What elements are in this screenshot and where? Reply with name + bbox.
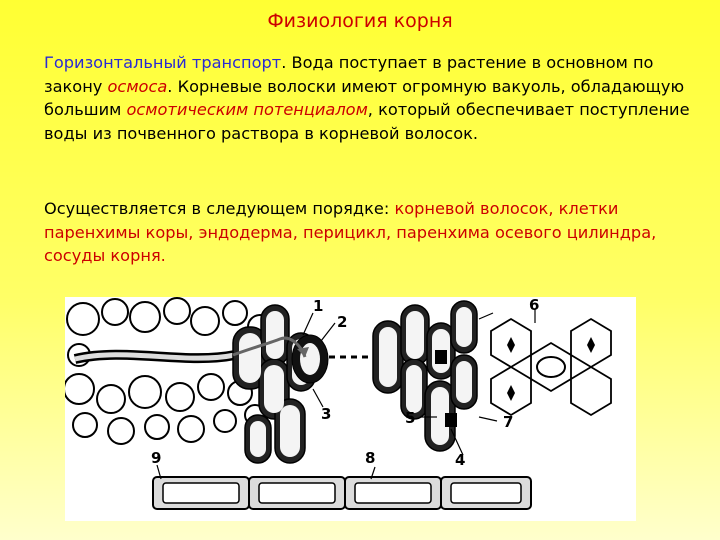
- text-segment: Осуществляется в следующем порядке:: [44, 199, 395, 218]
- paragraph-order: Осуществляется в следующем порядке: корн…: [44, 197, 694, 268]
- vessel-lumens: [162, 482, 522, 504]
- arrowhead: [297, 347, 309, 357]
- term-osmosis: осмоса: [107, 76, 168, 96]
- term-horizontal-transport: Горизонтальный транспорт: [44, 53, 282, 72]
- text-segment: . Вода поступает в растение в основном п…: [44, 53, 654, 96]
- label-1: 1: [313, 297, 323, 315]
- label-7: 7: [503, 413, 513, 431]
- root-diagram-svg: 1 2 3 4 5 6 7 8 9: [65, 297, 612, 510]
- label-9: 9: [151, 449, 161, 467]
- paragraph-horizontal-transport: Горизонтальный транспорт. Вода поступает…: [44, 51, 694, 145]
- text-segment: , который обеспечивает поступление воды …: [44, 100, 690, 143]
- label-6: 6: [529, 297, 539, 314]
- order-sequence: корневой волосок, клетки паренхимы коры,…: [44, 199, 657, 266]
- label-2: 2: [337, 313, 347, 331]
- label-8: 8: [365, 449, 375, 467]
- label-4: 4: [455, 451, 465, 469]
- flow-arrows: [507, 337, 595, 401]
- label-leader-lines: [156, 309, 536, 480]
- text-segment: . Корневые волоски имеют огромную вакуол…: [44, 76, 685, 120]
- term-osmotic-potential: осмотическим потенциалом: [126, 100, 368, 120]
- endodermis-vacuole: [300, 343, 320, 375]
- casparian-strip: [445, 413, 457, 427]
- transport-arrow: [232, 336, 307, 358]
- casparian-strip: [435, 350, 447, 364]
- slide-title: Физиология корня: [267, 10, 453, 32]
- label-3: 3: [321, 405, 331, 423]
- vessel: [536, 356, 566, 378]
- label-5: 5: [405, 409, 415, 427]
- root-diagram: 1 2 3 4 5 6 7 8 9: [65, 297, 636, 521]
